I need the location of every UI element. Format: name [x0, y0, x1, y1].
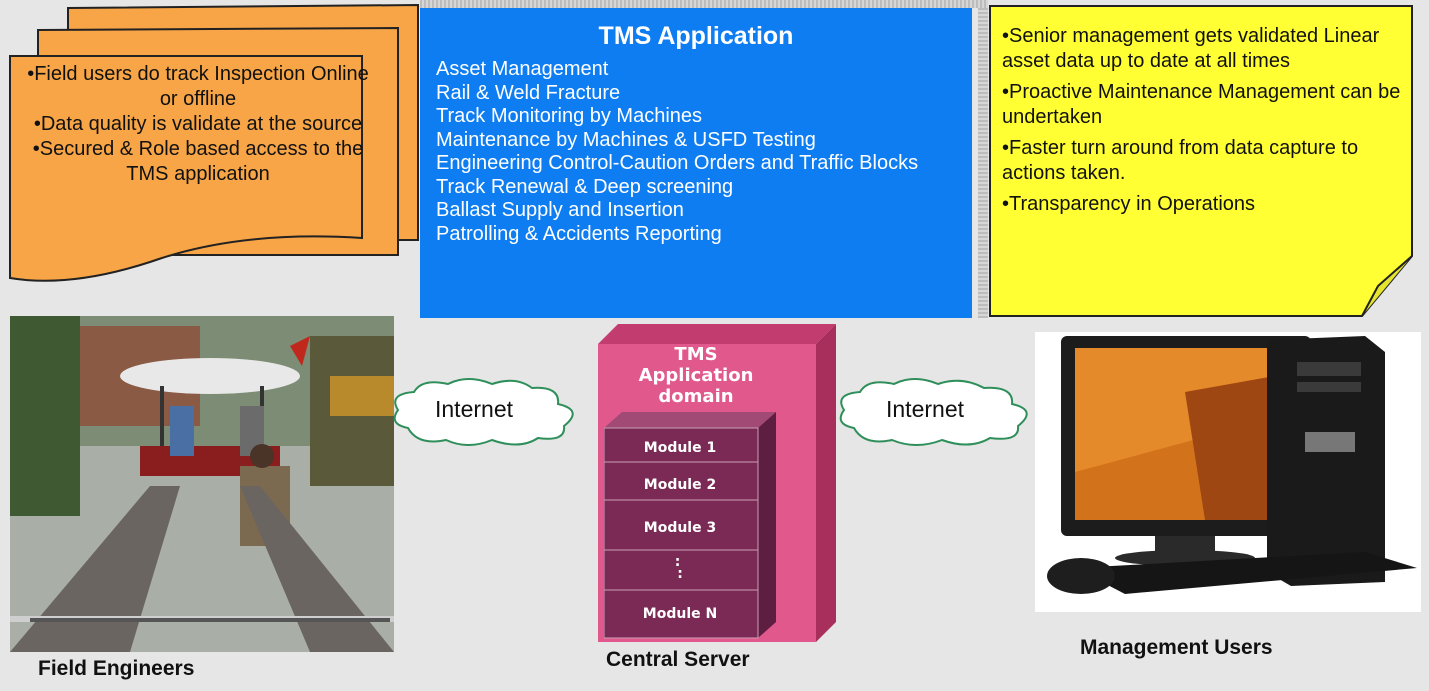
tms-feature-item: Asset Management	[436, 58, 609, 80]
field-note-line-1: •Field users do track Inspection Online …	[27, 63, 369, 110]
server-title: TMS Application domain	[600, 344, 792, 407]
server-module-stack	[604, 412, 776, 639]
internet-label-left: Internet	[435, 396, 513, 422]
tms-feature-item: Track Monitoring by Machines	[436, 105, 703, 127]
internet-cloud-left	[393, 378, 574, 446]
field-engineers-caption: Field Engineers	[38, 657, 195, 680]
module-1-label: Module 1	[643, 440, 717, 456]
field-note-line-2: •Data quality is validate at the source	[33, 113, 363, 135]
tms-feature-item: Maintenance by Machines & USFD Testing	[436, 128, 816, 151]
server-title-line: TMS	[674, 344, 718, 365]
tms-panel-title: TMS Application	[598, 22, 794, 50]
module-2-label: Module 2	[643, 477, 717, 493]
field-users-note-stack	[9, 3, 419, 282]
management-users-caption: Management Users	[1080, 636, 1273, 659]
module-ellipsis-label: : :	[674, 554, 683, 582]
tms-feature-list: Asset Management Rail & Weld Fracture Tr…	[436, 58, 956, 246]
tms-feature-item: Engineering Control-Caution Orders and T…	[436, 152, 919, 174]
tms-panel-shadow-side	[978, 8, 988, 318]
server-title-line: domain	[658, 386, 734, 407]
tms-feature-item: Track Renewal & Deep screening	[436, 175, 734, 198]
tms-application-panel: TMS Application Asset Management Rail & …	[420, 8, 972, 318]
server-title-line: Application	[638, 365, 754, 386]
field-note-line-3: •Secured & Role based access to the TMS …	[32, 138, 364, 185]
internet-label-right: Internet	[886, 396, 964, 422]
management-note-line-4: •Transparency in Operations	[1002, 193, 1256, 215]
field-engineers-photo	[10, 316, 394, 652]
management-computer-image	[1035, 332, 1421, 612]
internet-cloud-right	[839, 378, 1028, 446]
tms-feature-item: Patrolling & Accidents Reporting	[436, 222, 722, 245]
tms-feature-item: Ballast Supply and Insertion	[436, 199, 684, 221]
management-note-line-1: •Senior management gets validated Linear…	[1002, 25, 1380, 72]
central-server-caption: Central Server	[606, 648, 750, 671]
module-n-label: Module N	[642, 606, 718, 622]
field-users-note-text: •Field users do track Inspection Online …	[18, 62, 378, 187]
tms-feature-item: Rail & Weld Fracture	[436, 81, 621, 104]
management-note-text: •Senior management gets validated Linear…	[1002, 24, 1402, 223]
management-note-line-2: •Proactive Maintenance Management can be…	[1002, 81, 1401, 128]
tms-panel-shadow-top	[420, 0, 988, 8]
management-note-shape	[989, 5, 1413, 317]
module-3-label: Module 3	[643, 520, 717, 536]
management-note-line-3: •Faster turn around from data capture to…	[1002, 137, 1359, 184]
